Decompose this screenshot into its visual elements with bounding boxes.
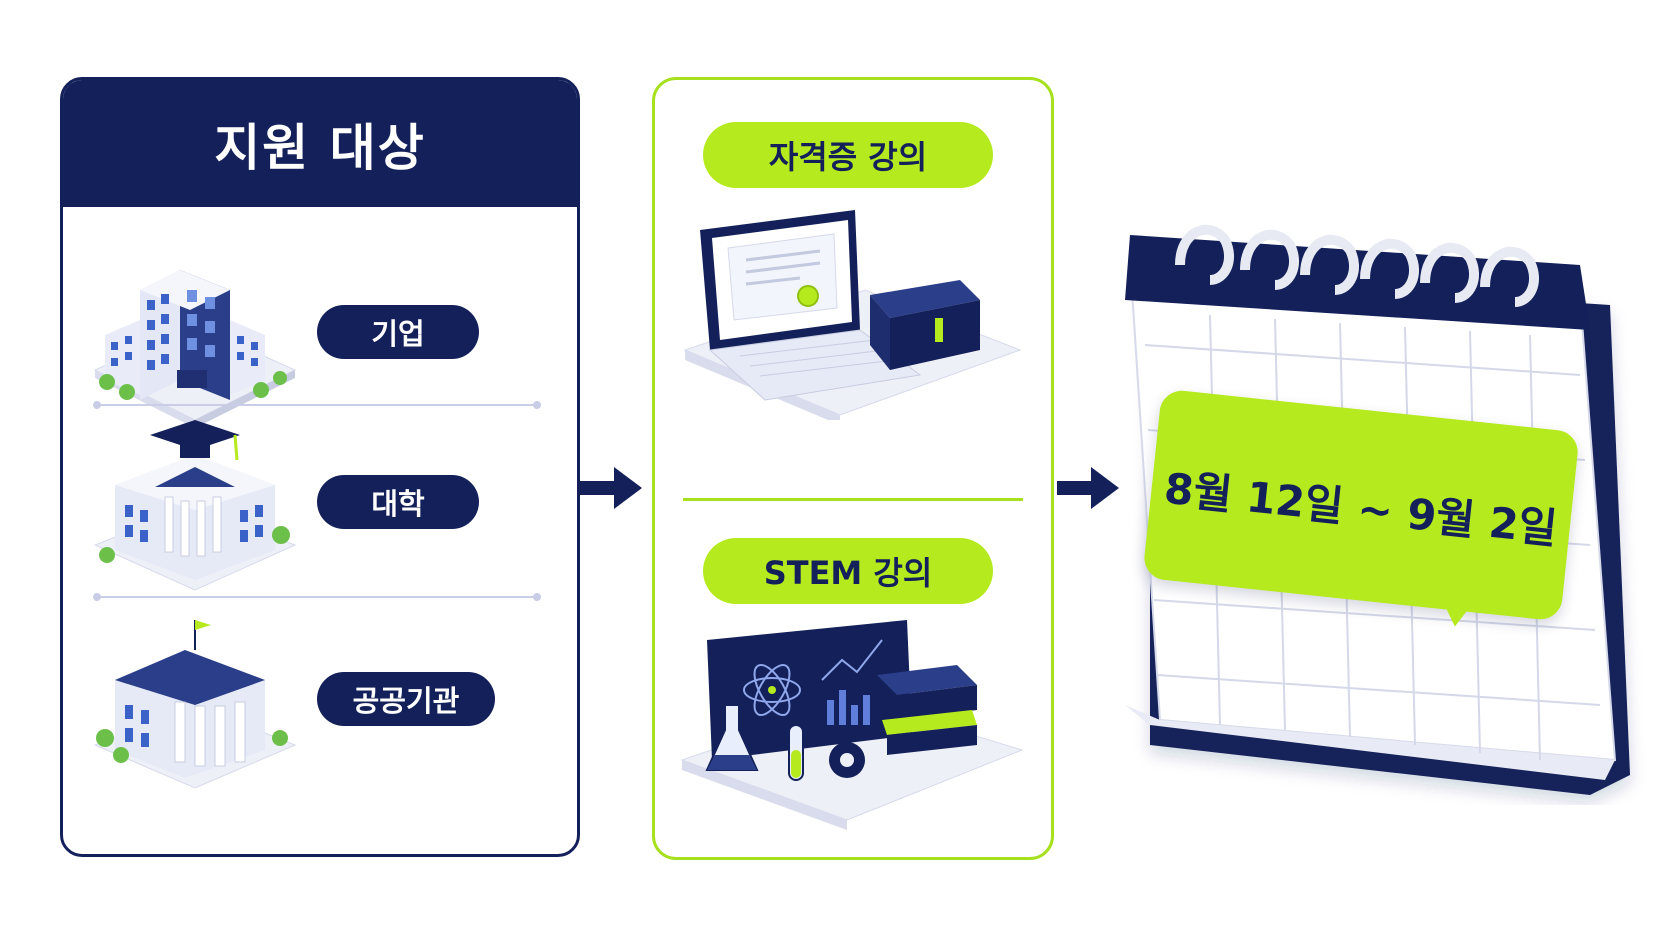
speech-tail [1438,598,1474,629]
eligibility-header: 지원 대상 [63,80,577,207]
course-label: STEM 강의 [703,538,993,604]
science-lab-icon [680,620,1024,830]
government-building-icon [93,620,297,789]
eligibility-item-label: 기업 [317,305,479,359]
eligibility-title: 지원 대상 [214,118,426,177]
eligibility-item-label: 대학 [317,475,479,529]
laptop-certificate-icon [683,210,1022,420]
divider [93,593,541,601]
date-range-text: 8월 12일 ~ 9월 2일 [1162,463,1560,554]
arrow-right-icon [1057,467,1119,509]
office-building-icon [93,270,297,428]
arrow-right-icon [580,467,642,509]
divider [93,401,541,409]
eligibility-item-label: 공공기관 [317,672,495,726]
eligibility-item-company: 기업 [63,230,577,470]
eligibility-item-university: 대학 [63,415,577,595]
eligibility-panel: 지원 대상 [60,77,580,857]
courses-panel: 자격증 강의 STEM 강의 [652,77,1054,860]
course-label: 자격증 강의 [703,122,993,188]
eligibility-item-public-institution: 공공기관 [63,610,577,800]
date-range-badge: 8월 12일 ~ 9월 2일 [1140,388,1580,642]
university-icon [93,420,297,591]
divider [683,498,1023,501]
